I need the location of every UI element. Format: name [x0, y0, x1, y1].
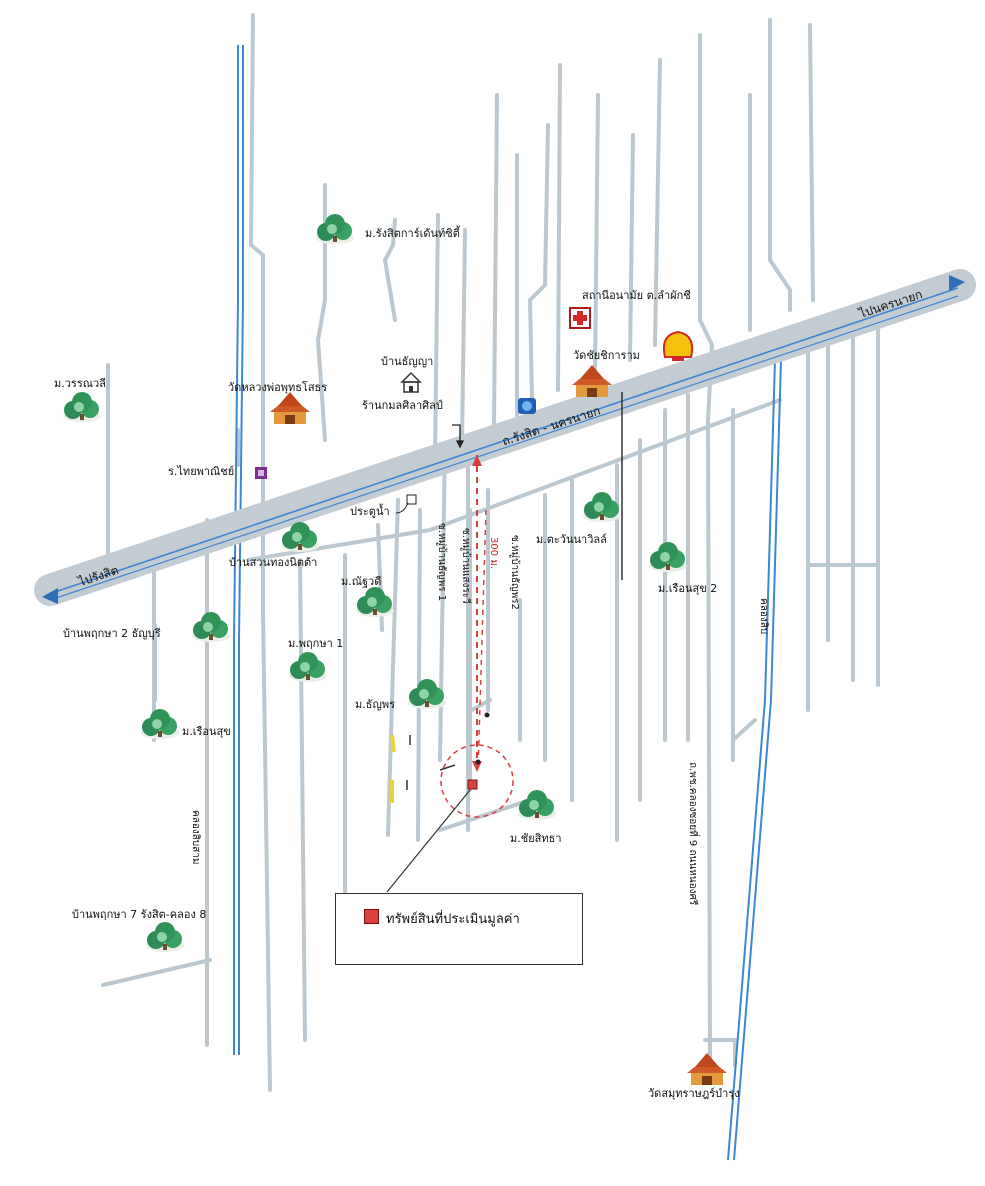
highway-rangsit-nakhonnayok	[34, 269, 976, 606]
canals	[233, 45, 782, 1161]
distance-route	[386, 455, 514, 893]
shell-gas-icon	[662, 330, 694, 361]
label-health-station: สถานีอนามัย ต.ลำผักชี	[582, 289, 691, 302]
label-pruksa-thanya: บ้านพฤกษา 2 ธัญบุรี	[63, 627, 161, 640]
label-wat-samut: วัดสมุทราษฎร์บำรุง	[648, 1087, 740, 1100]
label-ban-thanya: บ้านธัญญา	[381, 355, 434, 368]
shop-pointer	[452, 424, 465, 449]
label-ruen-suk2: ม.เรือนสุข 2	[658, 582, 718, 595]
label-wat-luang: วัดหลวงพ่อพุทธโสธร	[228, 381, 328, 394]
gas-station-icon	[518, 398, 536, 414]
label-ruen-suk: ม.เรือนสุข	[182, 725, 231, 738]
label-soi-main: ซ.หมู่บ้านแสงระวี	[460, 528, 471, 604]
label-pruksa7: บ้านพฤกษา 7 รังสิต-คลอง 8	[72, 908, 207, 921]
label-soi-2: ซ.หมู่บ้านธัญพร2	[509, 535, 520, 610]
label-tawan: ม.ตะวันนาวิลล์	[536, 533, 607, 546]
legend-swatch	[364, 909, 379, 924]
label-chaisitha: ม.ชัยสิทธา	[510, 832, 562, 845]
label-soi-1: ซ.หมู่บ้านธัญพร 1	[436, 523, 447, 602]
yellow-markings	[390, 734, 396, 803]
red-cross-icon	[569, 307, 591, 329]
label-canal-west: คลองสิบสาม	[190, 810, 201, 865]
label-ban-suan: บ้านสวนทองนิตต้า	[229, 556, 318, 569]
label-pratu-nam: ประตูน้ำ	[350, 505, 390, 518]
label-chuwadi: ม.ณัฐวดี	[341, 575, 382, 588]
label-distance: 300 ม.	[488, 537, 499, 570]
label-canal-east: คลองสิบ	[758, 598, 769, 635]
label-wanali: ม.วรรณวลี	[54, 377, 106, 390]
floodgate-icon	[395, 494, 417, 514]
label-thanyaporn: ม.ธัญพร	[355, 698, 395, 711]
label-east-road: ถ.พช.คลองซอยที่ 9 ถนนหนองศรี	[687, 762, 698, 906]
label-pruksa1: ม.พฤกษา 1	[288, 637, 344, 650]
label-rangsit-garden: ม.รังสิตการ์เด้นท์ซิตี้	[365, 227, 460, 240]
temple-icon	[270, 365, 727, 1085]
bank-icon	[255, 467, 267, 479]
label-rattana: ร้านกมลศิลาศิลป์	[362, 399, 443, 412]
house-icon	[400, 371, 422, 393]
legend-label: ทรัพย์สินที่ประเมินมูลค่า	[386, 912, 520, 927]
map-legend: ทรัพย์สินที่ประเมินมูลค่า	[335, 893, 583, 965]
label-wat-chai: วัดชัยชิการาม	[573, 349, 640, 362]
label-post: ร.ไทยพาณิชย์	[168, 465, 235, 478]
small-dark-marks	[406, 392, 623, 790]
